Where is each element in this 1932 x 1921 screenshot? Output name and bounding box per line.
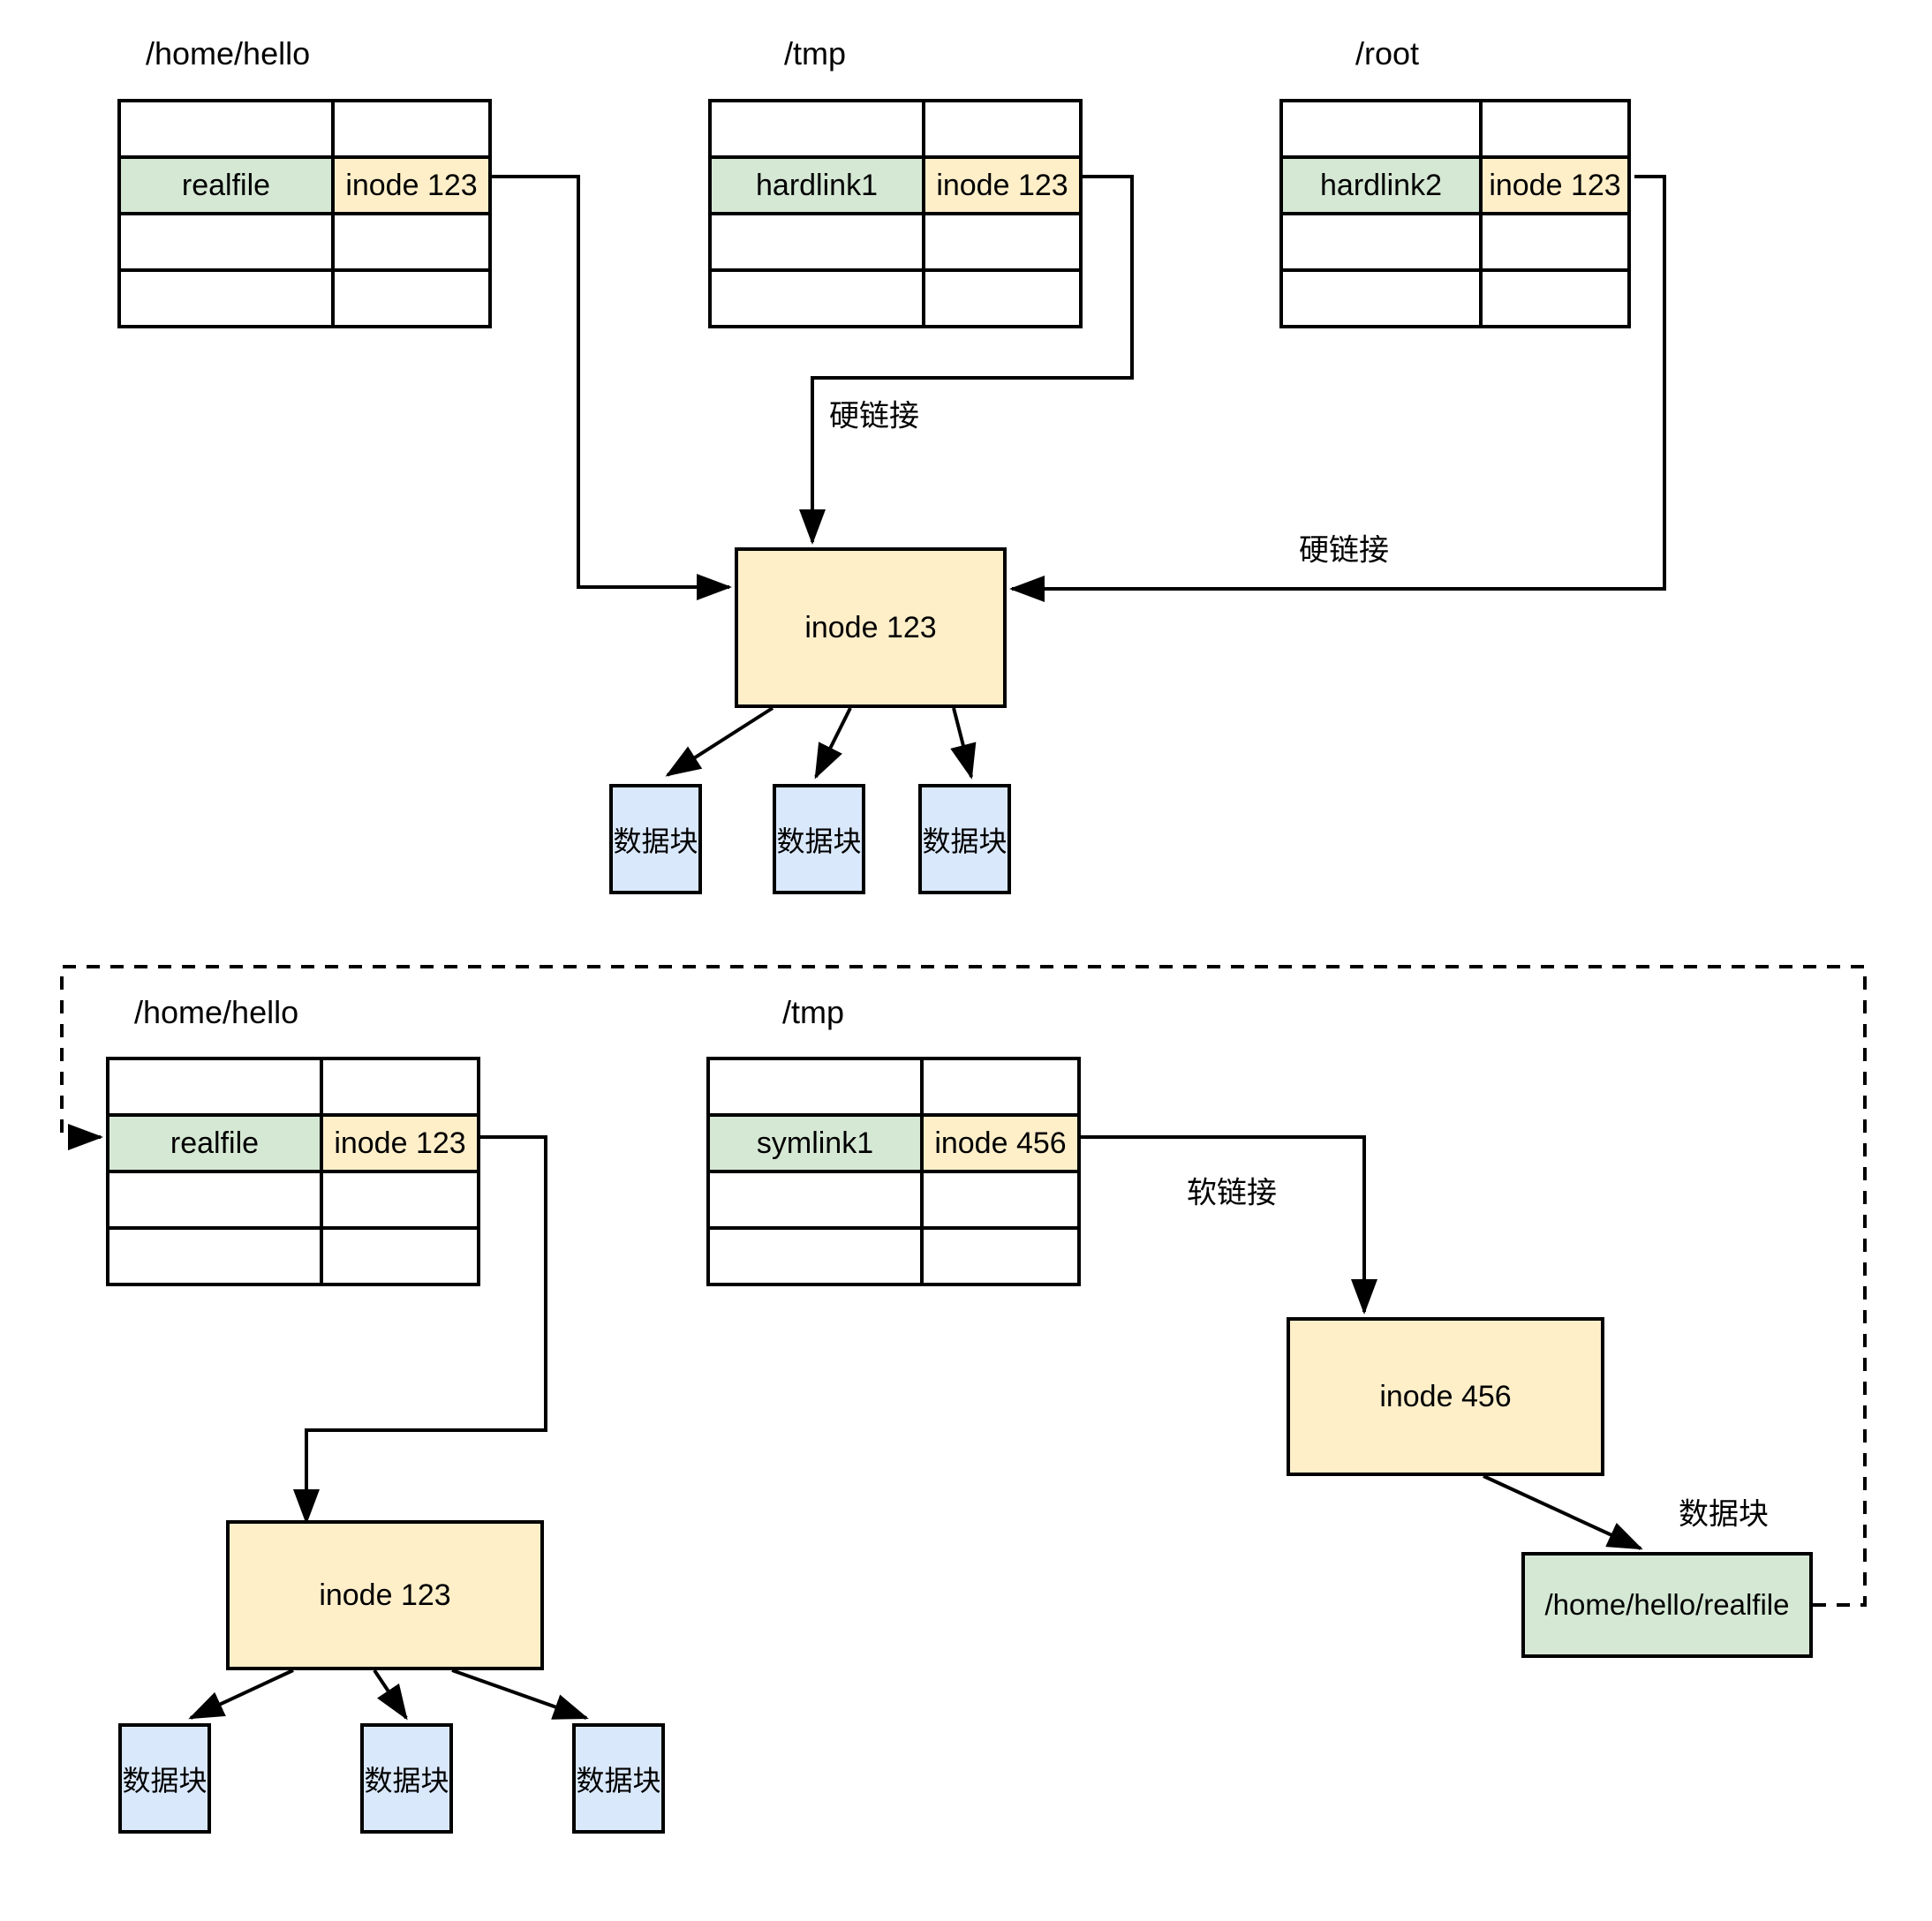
arrow-inode123b-to-block3	[451, 1669, 589, 1720]
table-cell-empty	[920, 1226, 1081, 1286]
table-row	[117, 268, 492, 328]
inode-cell: inode 123	[1479, 155, 1631, 215]
inode-456-box: inode 456	[1287, 1317, 1604, 1476]
table-cell-empty	[331, 212, 492, 272]
table-row	[708, 99, 1083, 159]
table-row: realfile inode 123	[117, 155, 492, 215]
directory-table-root-top: hardlink2 inode 123	[1279, 99, 1631, 328]
data-block: 数据块	[609, 784, 702, 894]
table-title-root-top: /root	[1355, 35, 1420, 72]
table-row	[706, 1170, 1081, 1230]
table-cell-empty	[1279, 268, 1483, 328]
table-cell-empty	[1279, 212, 1483, 272]
table-row: hardlink2 inode 123	[1279, 155, 1631, 215]
table-cell-empty	[106, 1170, 323, 1230]
inode-cell: inode 123	[320, 1113, 480, 1173]
arrow-symlink-to-inode456	[1081, 1135, 1377, 1315]
filename-cell: hardlink1	[708, 155, 925, 215]
table-row	[117, 212, 492, 272]
table-cell-empty	[708, 212, 925, 272]
table-cell-empty	[706, 1057, 924, 1117]
table-title-home-bottom: /home/hello	[134, 994, 299, 1030]
table-row	[708, 212, 1083, 272]
inode-cell: inode 456	[920, 1113, 1081, 1173]
table-cell-empty	[106, 1057, 323, 1117]
table-cell-empty	[922, 99, 1083, 159]
table-cell-empty	[1279, 99, 1483, 159]
table-cell-empty	[920, 1170, 1081, 1230]
table-cell-empty	[117, 99, 335, 159]
arrow-inode123b-to-block1	[188, 1669, 294, 1720]
table-cell-empty	[706, 1226, 924, 1286]
table-cell-empty	[117, 268, 335, 328]
table-row	[106, 1226, 480, 1286]
data-block: 数据块	[773, 784, 865, 894]
inode-123-box-top: inode 123	[735, 547, 1007, 708]
table-cell-empty	[320, 1170, 480, 1230]
directory-table-home-top: realfile inode 123	[117, 99, 492, 328]
table-row	[708, 268, 1083, 328]
arrow-inode123-to-block3	[950, 707, 977, 780]
table-title-tmp-bottom: /tmp	[782, 994, 845, 1030]
directory-table-home-bottom: realfile inode 123	[106, 1057, 480, 1286]
table-cell-empty	[1479, 99, 1631, 159]
table-title-tmp-top: /tmp	[784, 35, 847, 72]
table-cell-empty	[920, 1057, 1081, 1117]
table-cell-empty	[706, 1170, 924, 1230]
arrow-root-to-inode123	[1009, 175, 1666, 602]
table-row	[117, 99, 492, 159]
arrow-inode123-to-block1	[665, 706, 774, 777]
table-row: realfile inode 123	[106, 1113, 480, 1173]
table-row	[106, 1170, 480, 1230]
table-cell-empty	[320, 1057, 480, 1117]
table-row	[1279, 268, 1631, 328]
filename-cell: symlink1	[706, 1113, 924, 1173]
filename-cell: realfile	[117, 155, 335, 215]
arrow-inode456-to-pathbox	[1483, 1474, 1643, 1550]
arrow-inode123b-to-block2	[373, 1669, 408, 1721]
dashed-arrow-pathbox-to-realfile	[60, 965, 1867, 1607]
directory-table-tmp-top: hardlink1 inode 123	[708, 99, 1083, 328]
table-row: hardlink1 inode 123	[708, 155, 1083, 215]
filename-cell: hardlink2	[1279, 155, 1483, 215]
label-hardlink-tmp: 硬链接	[829, 399, 919, 433]
table-row	[1279, 99, 1631, 159]
table-cell-empty	[106, 1226, 323, 1286]
table-row	[706, 1226, 1081, 1286]
label-softlink: 软链接	[1187, 1176, 1277, 1210]
table-cell-empty	[922, 212, 1083, 272]
table-cell-empty	[117, 212, 335, 272]
arrow-home-to-inode123	[492, 175, 732, 600]
inode-123-box-bottom: inode 123	[226, 1520, 544, 1670]
table-row	[1279, 212, 1631, 272]
inode-cell: inode 123	[922, 155, 1083, 215]
arrow-inode123-to-block2	[814, 707, 852, 780]
table-cell-empty	[331, 268, 492, 328]
table-cell-empty	[1479, 212, 1631, 272]
data-block: 数据块	[360, 1723, 453, 1834]
table-row	[106, 1057, 480, 1117]
filename-cell: realfile	[106, 1113, 323, 1173]
table-title-home-top: /home/hello	[146, 35, 311, 72]
table-cell-empty	[1479, 268, 1631, 328]
table-cell-empty	[922, 268, 1083, 328]
table-row	[706, 1057, 1081, 1117]
table-cell-empty	[708, 99, 925, 159]
data-block: 数据块	[918, 784, 1011, 894]
table-cell-empty	[331, 99, 492, 159]
table-cell-empty	[320, 1226, 480, 1286]
arrow-realfile-to-inode123	[293, 1135, 547, 1525]
table-row: symlink1 inode 456	[706, 1113, 1081, 1173]
label-hardlink-root: 硬链接	[1299, 533, 1389, 568]
arrow-tmp-to-inode123	[799, 175, 1134, 545]
table-cell-empty	[708, 268, 925, 328]
data-block: 数据块	[118, 1723, 211, 1834]
label-datablock: 数据块	[1679, 1497, 1769, 1532]
inode-cell: inode 123	[331, 155, 492, 215]
directory-table-tmp-bottom: symlink1 inode 456	[706, 1057, 1081, 1286]
data-block: 数据块	[572, 1723, 665, 1834]
realfile-path-box: /home/hello/realfile	[1521, 1552, 1813, 1658]
